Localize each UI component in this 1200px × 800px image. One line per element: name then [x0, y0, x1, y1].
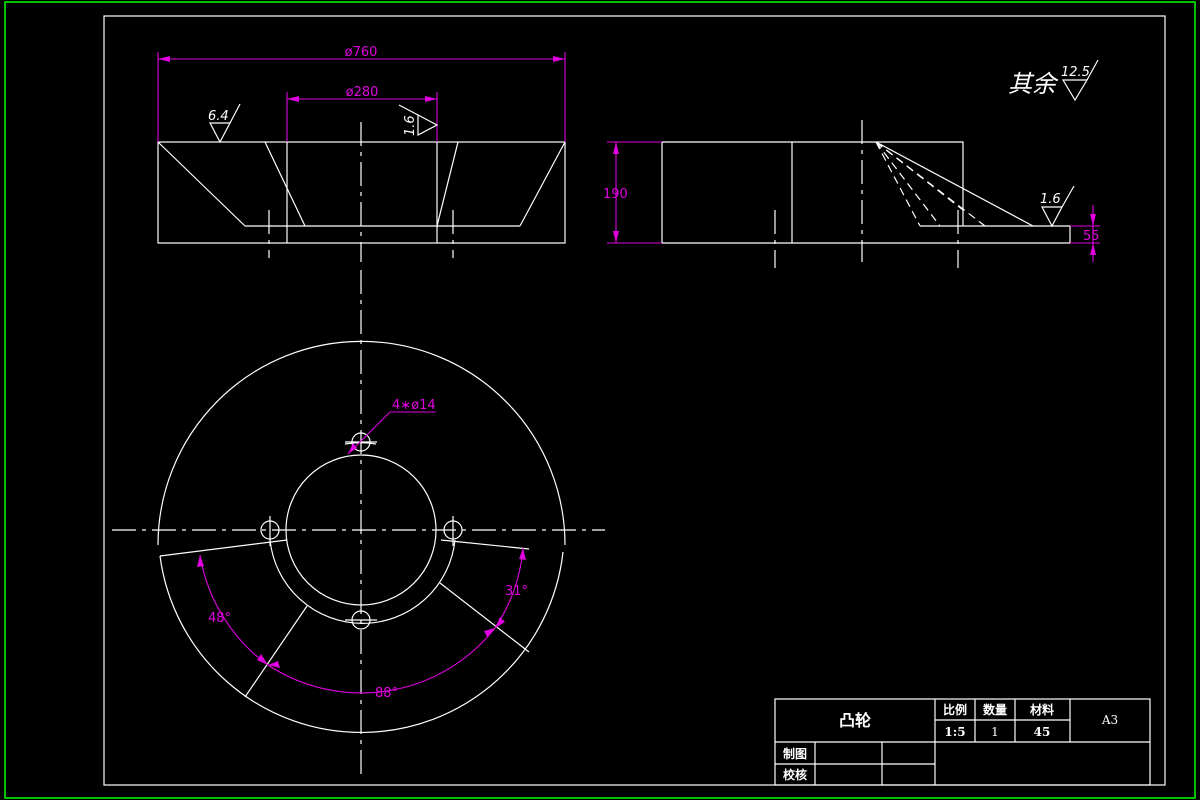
svg-text:6.4: 6.4: [208, 109, 229, 124]
holes-label: 4∗ø14: [392, 398, 436, 413]
drawn-label: 制图: [783, 746, 807, 761]
angle-arc-bottom: [267, 627, 496, 694]
roughness-symbol-left-face: 6.4: [208, 103, 241, 144]
svg-text:1.6: 1.6: [403, 115, 418, 136]
material-value: 45: [1034, 725, 1051, 739]
material-label: 材料: [1029, 702, 1054, 717]
angle-left-label: 48°: [208, 611, 231, 626]
bolt-hole-right: [443, 516, 463, 546]
angle-arc-left: [199, 554, 269, 666]
dimension-inner-diameter: ø280: [286, 85, 438, 142]
scale-value: 1:5: [944, 725, 965, 739]
inner-diameter-label: ø280: [346, 85, 379, 100]
dimension-height: 190: [603, 141, 662, 244]
dimension-angles: 48° 88° 31°: [197, 547, 528, 701]
scale-label: 比例: [943, 702, 967, 717]
bolt-hole-left: [260, 516, 280, 546]
drawing-border: [103, 15, 1166, 786]
title-block: 凸轮 比例 数量 材料 1:5 1 45 A3 制图 校核: [774, 698, 1151, 786]
dimension-step: 55: [1070, 205, 1100, 262]
side-view-outline: [661, 142, 1071, 244]
step-label: 55: [1083, 229, 1100, 244]
bolt-hole-bottom: [345, 610, 377, 630]
dimension-outer-diameter: ø760: [157, 45, 566, 142]
plan-view: [112, 270, 605, 780]
svg-text:1.6: 1.6: [1040, 192, 1061, 207]
outer-frame: [4, 1, 1196, 799]
svg-text:12.5: 12.5: [1061, 65, 1090, 80]
dimension-holes: 4∗ø14: [347, 398, 436, 455]
sheet-size: A3: [1101, 713, 1118, 727]
angle-right-label: 31°: [505, 584, 528, 599]
quantity-label: 数量: [983, 702, 1007, 717]
roughness-symbol-bore: 1.6: [398, 104, 439, 136]
part-name: 凸轮: [839, 711, 871, 730]
height-label: 190: [603, 187, 628, 202]
bolt-hole-top: [345, 432, 377, 452]
roughness-note-rest: 其余 12.5: [1008, 59, 1099, 102]
svg-text:其余: 其余: [1008, 70, 1059, 98]
side-view: [661, 120, 1071, 268]
checked-label: 校核: [783, 767, 807, 782]
quantity-value: 1: [991, 725, 999, 739]
outer-diameter-label: ø760: [345, 45, 378, 60]
front-view: [157, 122, 566, 262]
angle-bottom-label: 88°: [375, 686, 398, 701]
roughness-symbol-slot: 1.6: [1040, 185, 1075, 228]
